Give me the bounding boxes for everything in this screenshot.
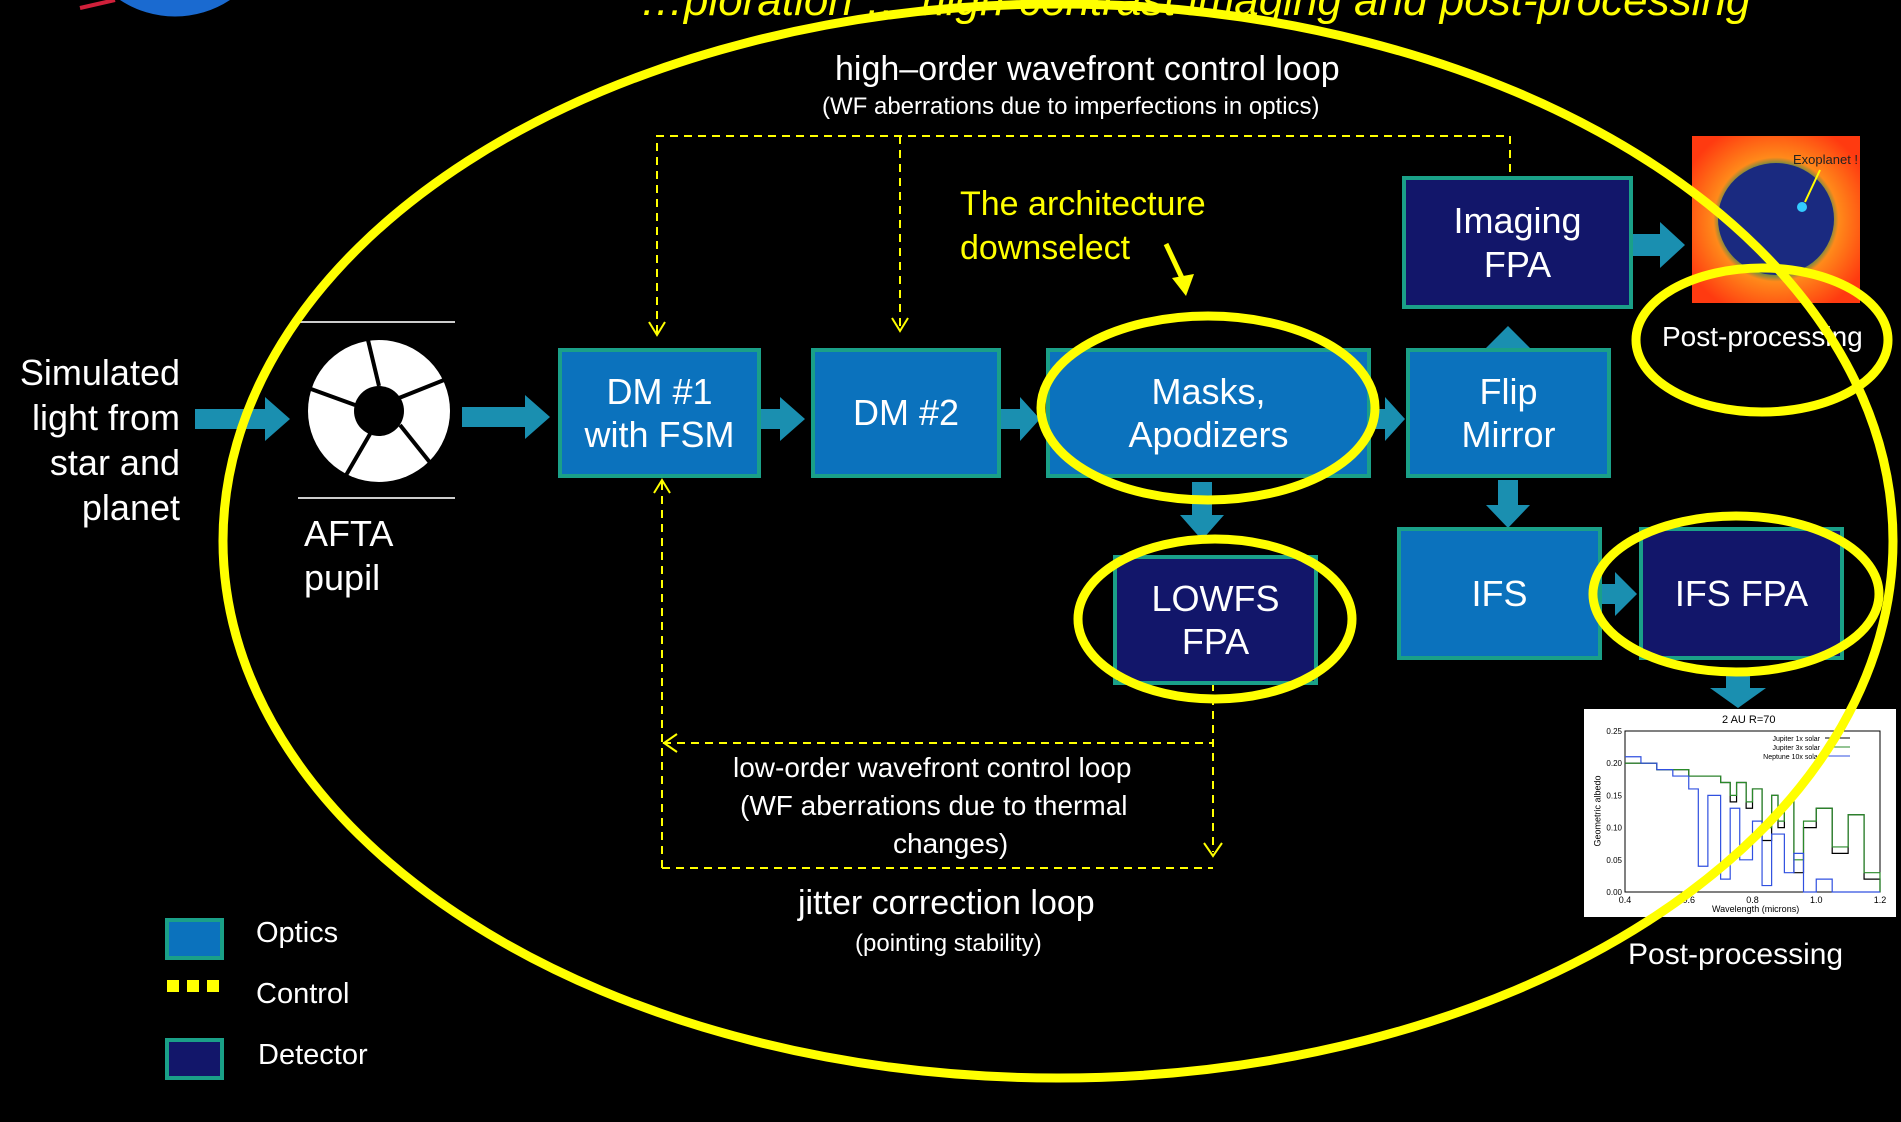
- low-order-loop-subtitle-1: (WF aberrations due to thermal: [740, 790, 1128, 821]
- chart-xtick-label: 0.8: [1746, 895, 1759, 905]
- ifs-fpa-box: IFS FPA: [1639, 527, 1844, 660]
- big-enclosing-ellipse: [218, 0, 1898, 1083]
- high-order-loop-title: high–order wavefront control loop: [835, 50, 1340, 88]
- source-label-line-3: star and: [49, 442, 180, 483]
- high-order-loop-arrowheads: [648, 317, 909, 337]
- flow-arrows: [195, 222, 1766, 708]
- annotation-line-1: The architecture: [960, 185, 1206, 223]
- legend-control-label: Control: [256, 978, 350, 1010]
- chart-series-2: [1625, 756, 1880, 893]
- chart-ytick-label: 0.00: [1606, 888, 1622, 897]
- pupil-label: AFTA pupil: [304, 512, 393, 600]
- dm1-label-line-2: with FSM: [584, 414, 735, 455]
- dm1-box: DM #1 with FSM: [558, 348, 761, 478]
- chart-xtick-label: 1.0: [1810, 895, 1823, 905]
- chart-ytick-label: 0.05: [1606, 856, 1622, 865]
- source-label-line-1: Simulated: [19, 352, 180, 393]
- masks-highlight-ellipse: [1036, 311, 1380, 505]
- masks-label-line-1: Masks,: [1151, 370, 1266, 412]
- source-label-line-2: light from: [31, 397, 180, 438]
- lowfs-highlight-ellipse: [1073, 534, 1357, 704]
- flip-label-line-1: Flip: [1479, 370, 1538, 412]
- pupil-label-line-2: pupil: [304, 557, 381, 598]
- ifs-fpa-label: IFS FPA: [1674, 572, 1809, 614]
- jitter-loop-subtitle: (pointing stability): [855, 930, 1042, 957]
- flip-label-line-2: Mirror: [1461, 414, 1556, 455]
- post-processing-highlight-ellipse: [1631, 263, 1893, 417]
- low-order-loop-lines: [661, 482, 1214, 869]
- imaging-label-line-2: FPA: [1483, 243, 1552, 285]
- chart-ytick-label: 0.25: [1606, 727, 1622, 736]
- post-processing-bottom-label: Post-processing: [1628, 938, 1844, 971]
- chart-legend-label: Neptune 10x solar: [1763, 754, 1820, 761]
- lowfs-label-line-2: FPA: [1181, 621, 1250, 662]
- source-label-line-4: planet: [81, 487, 180, 528]
- ifs-label: IFS: [1471, 572, 1528, 614]
- high-order-loop-subtitle: (WF aberrations due to imperfections in …: [822, 93, 1320, 120]
- masks-apodizers-box: Masks, Apodizers: [1046, 348, 1371, 478]
- annotation-line-2: downselect: [960, 229, 1131, 267]
- source-label: Simulated light from star and planet: [0, 350, 180, 530]
- legend-optics-label: Optics: [256, 917, 339, 949]
- annotation-arrow-icon: [1163, 242, 1194, 296]
- jitter-loop-title: jitter correction loop: [798, 884, 1095, 922]
- chart-ytick-label: 0.10: [1606, 824, 1622, 833]
- low-order-loop-title: low-order wavefront control loop: [733, 752, 1132, 783]
- dm2-label: DM #2: [852, 392, 960, 434]
- chart-legend-label: Jupiter 3x solar: [1773, 745, 1821, 752]
- imaging-fpa-box: Imaging FPA: [1402, 176, 1633, 309]
- low-order-loop-arrowheads: [653, 478, 1223, 858]
- header-logo-fragment: [79, 0, 230, 17]
- chart-xtick-label: 1.2: [1874, 895, 1887, 905]
- chart-xtick-label: 0.4: [1619, 895, 1632, 905]
- flip-mirror-box: Flip Mirror: [1406, 348, 1611, 478]
- exoplanet-label: Exoplanet !: [1793, 152, 1859, 167]
- high-order-loop-lines: [656, 135, 1511, 333]
- low-order-loop-subtitle-2: changes): [893, 828, 1009, 859]
- dm2-box: DM #2: [811, 348, 1001, 478]
- pupil-label-line-1: AFTA: [304, 513, 394, 554]
- chart-xlabel: Wavelength (microns): [1712, 904, 1800, 914]
- ifs-box: IFS: [1397, 527, 1602, 660]
- chart-ytick-label: 0.15: [1606, 791, 1622, 800]
- lowfs-fpa-box: LOWFS FPA: [1113, 555, 1318, 685]
- imaging-label-line-1: Imaging: [1453, 200, 1582, 242]
- chart-xtick-label: 0.6: [1682, 895, 1695, 905]
- dm1-label-line-1: DM #1: [606, 370, 713, 412]
- albedo-spectrum-chart: 0.4 0.6 0.8 1.0 1.2 0.00 0.05 0.10 0.15 0.20 0.25J…: [1584, 709, 1896, 917]
- architecture-annotation: The architecture downselect: [960, 182, 1206, 270]
- chart-legend-label: Jupiter 1x solar: [1773, 736, 1821, 743]
- chart-title: 2 AU R=70: [1722, 714, 1776, 726]
- ifs-fpa-highlight-ellipse: [1588, 511, 1884, 677]
- afta-pupil-image: [298, 321, 455, 499]
- lowfs-label-line-1: LOWFS: [1151, 577, 1280, 619]
- legend-swatches: [165, 918, 224, 1080]
- chart-ytick-label: 0.20: [1606, 759, 1622, 768]
- masks-label-line-2: Apodizers: [1128, 414, 1289, 455]
- legend-detector-label: Detector: [258, 1039, 368, 1071]
